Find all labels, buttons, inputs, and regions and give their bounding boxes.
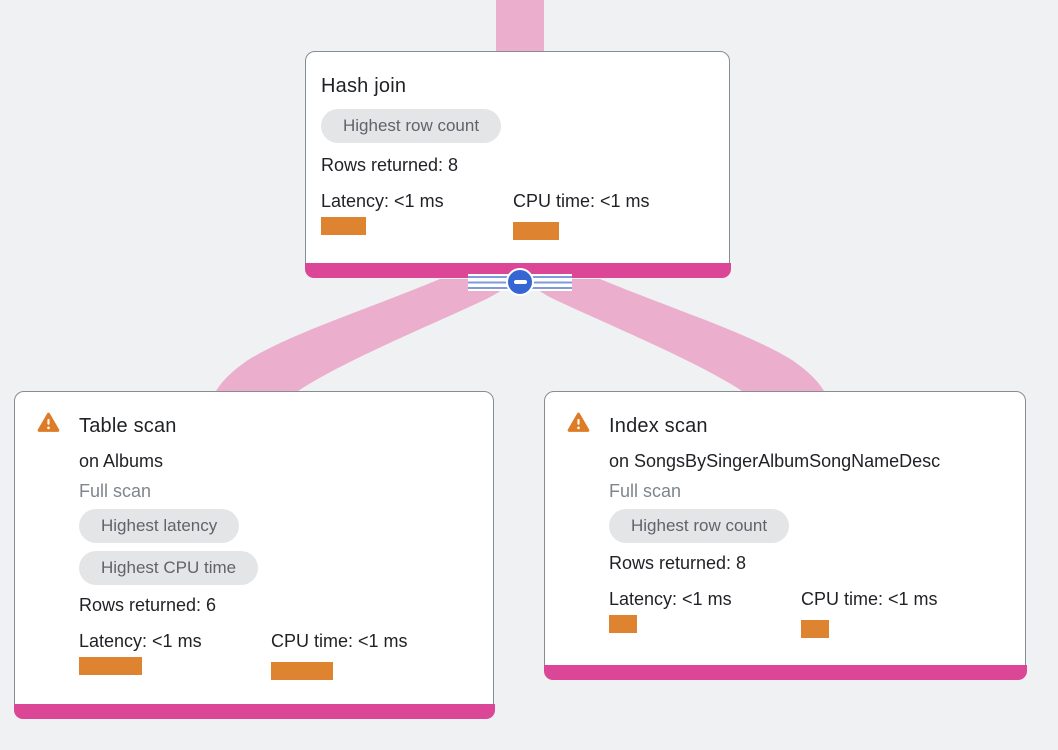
- latency-bar: [609, 615, 637, 633]
- minus-icon: −: [513, 280, 527, 284]
- plan-node-index-scan[interactable]: Index scan on SongsBySingerAlbumSongName…: [543, 391, 1027, 680]
- cpu-time-label: CPU time: <1 ms: [513, 191, 650, 211]
- highlight-badge: Highest latency: [79, 509, 240, 543]
- cpu-time-bar: [271, 662, 333, 680]
- plan-node-table-scan[interactable]: Table scan on Albums Full scan Highest l…: [13, 391, 495, 719]
- scan-target: on Albums: [79, 451, 164, 471]
- latency-bar: [321, 217, 366, 235]
- collapse-button[interactable]: −: [506, 268, 534, 296]
- scan-mode: Full scan: [79, 481, 152, 501]
- scan-target: on SongsBySingerAlbumSongNameDesc: [609, 451, 941, 471]
- node-title: Table scan: [79, 415, 177, 437]
- node-accent-bar: [543, 664, 1027, 680]
- rows-returned: Rows returned: 8: [321, 155, 459, 175]
- collapse-control: −: [468, 268, 572, 296]
- parent-edge: [496, 0, 544, 53]
- latency-label: Latency: <1 ms: [79, 631, 202, 651]
- rows-returned: Rows returned: 8: [609, 553, 747, 573]
- latency-label: Latency: <1 ms: [609, 589, 732, 609]
- latency-label: Latency: <1 ms: [321, 191, 444, 211]
- cpu-time-label: CPU time: <1 ms: [271, 631, 408, 651]
- warning-icon: [37, 412, 60, 432]
- cpu-time-bar: [801, 620, 829, 638]
- highlight-badge: Highest CPU time: [79, 551, 259, 585]
- highlight-badge: Highest row count: [321, 109, 502, 143]
- warning-icon: [567, 412, 590, 432]
- rows-returned: Rows returned: 6: [79, 595, 217, 615]
- highlight-badge: Highest row count: [609, 509, 790, 543]
- latency-bar: [79, 657, 142, 675]
- node-title: Hash join: [321, 75, 407, 97]
- cpu-time-bar: [513, 222, 559, 240]
- node-title: Index scan: [609, 415, 708, 437]
- child-edge-right: [523, 279, 824, 391]
- scan-mode: Full scan: [609, 481, 682, 501]
- plan-node-hash-join[interactable]: Hash join Highest row count Rows returne…: [304, 51, 731, 278]
- cpu-time-label: CPU time: <1 ms: [801, 589, 938, 609]
- child-edge-left: [216, 279, 517, 391]
- node-accent-bar: [13, 703, 495, 719]
